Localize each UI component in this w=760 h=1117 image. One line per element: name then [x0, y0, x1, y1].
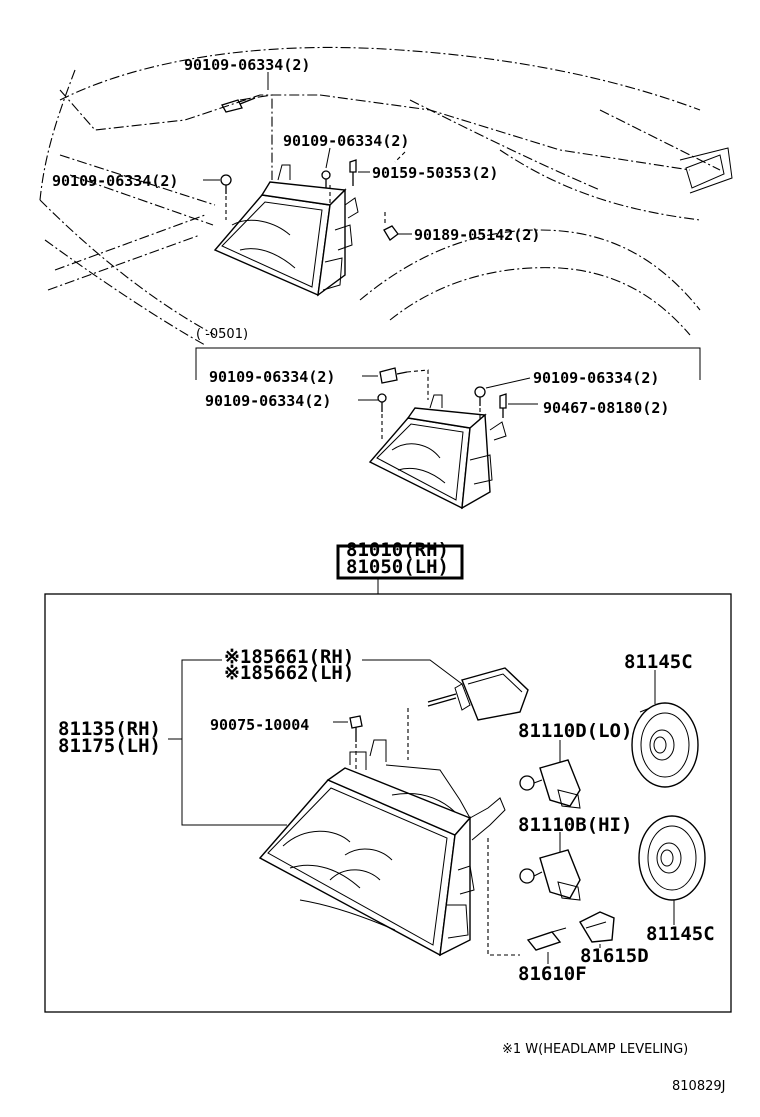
callout-top-clip: 90189-05142(2) — [414, 226, 540, 244]
leader-unit-bracket — [181, 659, 287, 826]
leader-top-c — [325, 147, 331, 169]
callout-cap-top: 81145C — [624, 651, 693, 673]
callout-top-screw: 90159-50353(2) — [372, 164, 498, 182]
callout-small-bulb: 81610F — [518, 963, 587, 985]
variant-bracket — [195, 347, 701, 380]
callout-top-bolt-c: 90109-06334(2) — [52, 172, 178, 190]
callout-screw: 90075-10004 — [210, 716, 309, 734]
bulb-lo — [519, 759, 581, 809]
diagram-code: 810829J — [672, 1079, 725, 1094]
callout-top-bolt-b: 90109-06334(2) — [283, 132, 409, 150]
callout-bulb-lo: 81110D(LO) — [518, 720, 632, 742]
footnote: ※1 W(HEADLAMP LEVELING) — [502, 1042, 688, 1057]
callout-top-bolt-a: 90109-06334(2) — [184, 56, 310, 74]
assy-lh-backdrop — [345, 560, 457, 576]
socket — [579, 911, 615, 943]
adjust-screw — [349, 715, 363, 770]
mid-headlamp — [368, 394, 507, 510]
callout-mid-bolt-b: 90109-06334(2) — [205, 392, 331, 410]
callout-cap-bottom: 81145C — [646, 923, 715, 945]
bulb-hi — [519, 849, 581, 901]
callout-unit-rh: 81135(RH) — [58, 718, 161, 740]
callout-mid-bolt-a: 90109-06334(2) — [209, 368, 335, 386]
callout-mid-bolt-c: 90109-06334(2) — [533, 369, 659, 387]
assy-highlight-box — [336, 544, 464, 580]
leader-leveling — [362, 659, 463, 685]
small-bulb — [526, 927, 567, 951]
callout-mid-screw: 90467-08180(2) — [543, 399, 669, 417]
leveling-motor — [407, 667, 529, 760]
callout-assy-lh: 81050(LH) — [346, 556, 449, 578]
cap-top — [631, 702, 699, 788]
callout-bulb-hi: 81110B(HI) — [518, 814, 632, 836]
callout-unit-lh: 81175(LH) — [58, 735, 161, 757]
exploded-view-frame — [44, 593, 732, 1013]
callout-leveling-rh: ※185661(RH) — [224, 646, 354, 668]
callout-leveling-lh: ※185662(LH) — [224, 662, 354, 684]
variant-range-label: ( -0501) — [196, 327, 248, 342]
callout-socket: 81615D — [580, 945, 649, 967]
vehicle-outline — [39, 46, 733, 346]
top-headlamp — [213, 164, 359, 297]
mid-hardware — [377, 367, 507, 440]
leader-mid-c — [485, 377, 531, 389]
cap-bottom — [638, 815, 706, 901]
small-bulb-leader — [487, 838, 520, 956]
headlamp-unit — [258, 739, 506, 957]
